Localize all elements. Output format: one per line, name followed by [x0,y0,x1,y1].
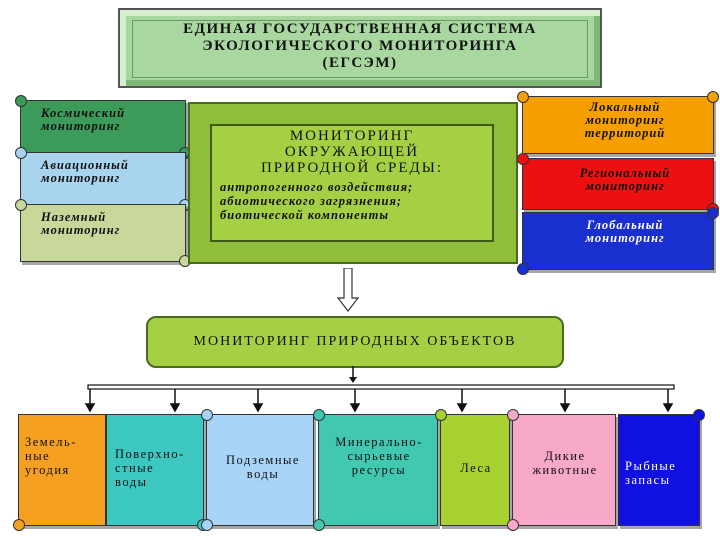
scroll-curl-icon [507,519,519,531]
scroll-space-line1: Космический [41,106,126,120]
scroll-space-line2: мониторинг [41,119,121,134]
scroll-animals-line1: Дикие [544,449,586,463]
scroll-wild-animals: Дикие животные [507,409,616,531]
scroll-curl-icon [707,207,719,219]
scroll-forests-text: Леса [441,461,511,475]
scroll-fish-stocks: Рыбные запасы [618,409,705,526]
scroll-animals-line2: животные [532,463,598,477]
scroll-surface-text: Поверхно- стные воды [115,447,185,489]
down-arrow-icon [336,268,360,312]
scroll-curl-icon [693,409,705,421]
scroll-forests: Леса [435,409,511,526]
scroll-groundwater-line1: Подземные [226,453,300,467]
scroll-ground-water: Подземные воды [201,409,314,531]
scroll-mineral-line1: Минерально- [335,435,423,449]
scroll-local-line1: Локальный [589,100,661,114]
scroll-ground-monitoring: Наземный мониторинг [15,199,191,267]
scroll-forests-line1: Леса [460,461,492,475]
center-heading-line2: ОКРУЖАЮЩЕЙ [284,144,420,160]
scroll-space-text: Космический мониторинг [41,106,126,134]
objects-label: МОНИТОРИНГ ПРИРОДНЫХ ОБЪЕКТОВ [193,334,517,349]
scroll-land-text: Земель- ные угодия [25,435,77,477]
scroll-curl-icon [313,409,325,421]
scroll-regional-text: Региональный мониторинг [541,166,709,194]
title-box [118,8,602,88]
scroll-aviation-line1: Авиационный [41,158,129,172]
title-inner-frame: ЕДИНАЯ ГОСУДАРСТВЕННАЯ СИСТЕМА ЭКОЛОГИЧЕ… [132,20,588,78]
scroll-curl-icon [313,519,325,531]
scroll-curl-icon [517,153,529,165]
scroll-global-line2: мониторинг [585,231,665,246]
center-sub-line3: биотической компоненты [220,208,390,222]
scroll-regional-line2: мониторинг [585,179,665,194]
scroll-ground-line1: Наземный [41,210,107,224]
scroll-aviation-monitoring: Авиационный мониторинг [15,147,191,211]
scroll-regional-monitoring: Региональный мониторинг [517,153,719,215]
scroll-local-line3: территорий [584,126,666,141]
scroll-curl-icon [13,519,25,531]
scroll-animals-text: Дикие животные [517,449,613,477]
scroll-global-text: Глобальный мониторинг [541,218,709,246]
center-heading-line1: МОНИТОРИНГ [289,128,415,144]
scroll-land-line3: угодия [25,463,70,477]
center-heading: МОНИТОРИНГ ОКРУЖАЮЩЕЙ ПРИРОДНОЙ СРЕДЫ: [214,128,490,176]
scroll-mineral-resources: Минерально- сырьевые ресурсы [313,409,438,531]
scroll-ground-line2: мониторинг [41,223,121,238]
scroll-curl-icon [201,519,213,531]
scroll-fish-text: Рыбные запасы [625,459,676,487]
scroll-surface-line2: стные [115,461,155,475]
scroll-land: Земель- ные угодия [13,414,106,531]
scroll-aviation-line2: мониторинг [41,171,121,186]
scroll-curl-icon [435,409,447,421]
center-sub-line2: абиотического загрязнения; [220,194,403,208]
scroll-curl-icon [517,263,529,275]
scroll-surface-water: Поверхно- стные воды [106,414,209,531]
scroll-curl-icon [507,409,519,421]
scroll-curl-icon [707,91,719,103]
scroll-global-line1: Глобальный [586,218,664,232]
scroll-curl-icon [517,91,529,103]
title-line-2: ЭКОЛОГИЧЕСКОГО МОНИТОРИНГА [202,38,518,54]
scroll-mineral-text: Минерально- сырьевые ресурсы [325,435,433,477]
center-heading-line3: ПРИРОДНОЙ СРЕДЫ: [260,160,444,176]
scroll-regional-line1: Региональный [579,166,671,180]
scroll-global-monitoring: Глобальный мониторинг [517,207,719,275]
scroll-curl-icon [15,199,27,211]
scroll-local-monitoring: Локальный мониторинг территорий [517,91,719,154]
scroll-mineral-line3: ресурсы [351,463,407,477]
title-line-1: ЕДИНАЯ ГОСУДАРСТВЕННАЯ СИСТЕМА [183,21,537,37]
scroll-aviation-text: Авиационный мониторинг [41,158,129,186]
scroll-ground-text: Наземный мониторинг [41,210,121,238]
connector-tree [84,366,675,413]
scroll-surface-line3: воды [115,475,148,489]
scroll-fish-line2: запасы [625,473,671,487]
center-frame-inner [210,124,494,242]
scroll-local-line2: мониторинг [585,113,665,128]
objects-box [146,316,564,368]
scroll-curl-icon [15,95,27,107]
center-subitems: антропогенного воздействия; абиотическог… [220,180,490,222]
center-sub-line1: антропогенного воздействия; [220,180,414,194]
scroll-local-text: Локальный мониторинг территорий [541,100,709,141]
title-line-3: (ЕГСЭМ) [322,55,398,71]
scroll-curl-icon [15,147,27,159]
scroll-space-monitoring: Космический мониторинг [15,95,191,159]
scroll-land-line2: ные [25,449,51,463]
scroll-fish-line1: Рыбные [625,459,677,473]
scroll-mineral-line2: сырьевые [347,449,411,463]
scroll-groundwater-line2: воды [246,467,280,481]
scroll-curl-icon [201,409,213,421]
scroll-land-line1: Земель- [25,435,77,449]
scroll-groundwater-text: Подземные воды [217,453,309,481]
scroll-surface-line1: Поверхно- [115,447,185,461]
